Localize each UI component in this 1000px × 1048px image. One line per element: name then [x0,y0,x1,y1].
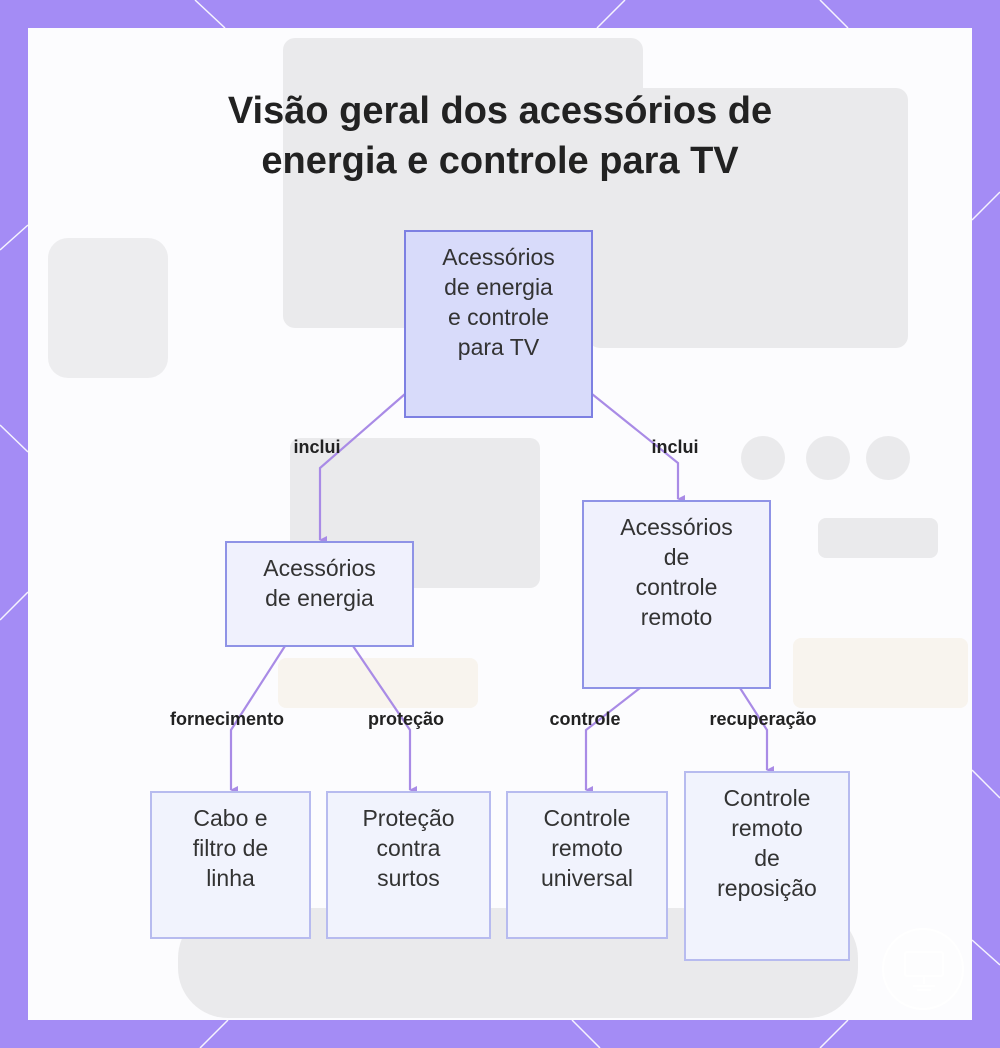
edge-label-power-cable: fornecimento [169,709,284,729]
diagram-edges [229,393,774,794]
edge-remote-replacement [739,687,774,774]
edge-power-surge [352,645,417,794]
edge-label-remote-replacement: recuperação [709,709,817,729]
node-cable-line-filter: Cabo e filtro de linha [150,791,311,939]
edge-label-remote-universal: controle [549,709,621,729]
node-surge-protection: Proteção contra surtos [326,791,491,939]
node-universal-remote: Controle remoto universal [506,791,668,939]
page-title: Visão geral dos acessórios de energia e … [28,86,972,186]
node-remote-control-accessories: Acessórios de controle remoto [582,500,771,689]
node-replacement-remote: Controle remoto de reposição [684,771,850,961]
edge-label-power-surge: proteção [367,709,445,729]
edge-root-power [318,393,406,544]
diagram-panel: Visão geral dos acessórios de energia e … [28,28,972,1020]
edge-label-root-remote: inclui [651,437,699,457]
title-line-1: Visão geral dos acessórios de [227,90,773,132]
edge-root-remote [591,393,685,503]
edge-power-cable [229,645,286,794]
title-line-2: energia e controle para TV [261,140,739,182]
node-tv-power-control-accessories: Acessórios de energia e controle para TV [404,230,593,418]
edge-label-root-power: inclui [293,437,341,457]
node-power-accessories: Acessórios de energia [225,541,414,647]
edge-remote-universal [584,687,641,794]
tv-logo-icon [882,928,964,1010]
